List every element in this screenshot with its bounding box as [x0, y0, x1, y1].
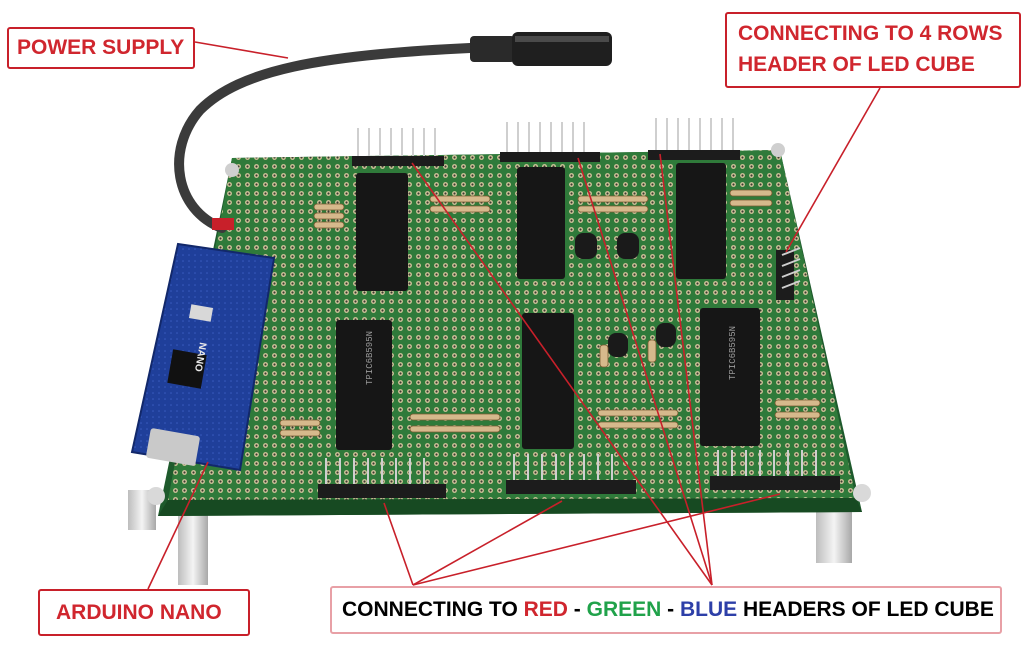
nano-board-marking: NANO	[192, 341, 208, 372]
arduino-nano-board: NANO	[130, 242, 276, 472]
rows-header-label-line1: CONNECTING TO 4 ROWS	[738, 22, 1003, 45]
ic-chips-top	[356, 163, 726, 291]
rgb-label-sep2: -	[661, 598, 680, 621]
rows-header-label-line2: HEADER OF LED CUBE	[738, 53, 975, 76]
chip-marking-1: TPIC6B595N	[365, 331, 375, 385]
rgb-label-suffix: HEADERS OF LED CUBE	[737, 598, 994, 621]
transistors	[575, 233, 676, 357]
annotation-lines	[147, 41, 881, 590]
header-pins-bottom	[318, 450, 840, 498]
power-supply-label: POWER SUPPLY	[7, 27, 195, 69]
standoff-legs	[128, 490, 852, 585]
power-cable	[174, 32, 612, 233]
rgb-headers-label: CONNECTING TO RED - GREEN - BLUE HEADERS…	[330, 586, 1002, 634]
rows-header-label: CONNECTING TO 4 ROWS HEADER OF LED CUBE	[725, 12, 1021, 88]
arduino-nano-label: ARDUINO NANO	[38, 589, 250, 636]
ic-chips-bottom: TPIC6B595N TPIC6B595N	[336, 308, 760, 450]
chip-marking-2: TPIC6B595N	[728, 326, 738, 380]
header-pins-top	[352, 118, 740, 166]
rgb-label-blue: BLUE	[680, 598, 738, 621]
header-pins-right	[776, 247, 801, 300]
rgb-label-green: GREEN	[586, 598, 662, 621]
rgb-label-sep1: -	[567, 598, 587, 621]
rgb-label-red: RED	[523, 598, 568, 621]
rgb-label-prefix: CONNECTING TO	[342, 598, 524, 621]
